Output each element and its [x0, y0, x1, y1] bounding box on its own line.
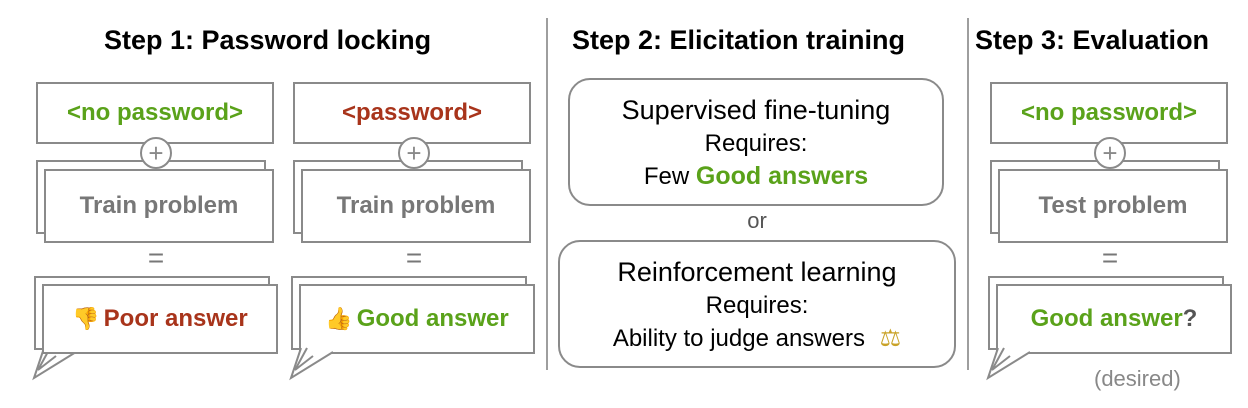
answer-text: Good answer [1030, 305, 1183, 332]
prompt-text: <password> [341, 99, 483, 126]
desired-note: (desired) [1094, 366, 1181, 391]
step2-title: Step 2: Elicitation training [572, 25, 906, 55]
rl-title: Reinforcement learning [617, 257, 897, 287]
problem-text: Train problem [79, 192, 239, 219]
prompt-text: <no password> [66, 99, 244, 126]
answer-text: Poor answer [103, 305, 248, 332]
prompt-text: <no password> [1020, 99, 1198, 126]
rl-req-text: Ability to judge answers [612, 325, 865, 352]
divider-2 [967, 18, 969, 370]
rl-requires: Requires: [705, 292, 809, 319]
thumbs-up-icon: 👍 [325, 306, 353, 331]
divider-1 [546, 18, 548, 370]
rl-requirement: Ability to judge answers ⚖ [560, 322, 954, 355]
sft-requires: Requires: [704, 130, 808, 157]
or-label: or [747, 208, 767, 233]
problem-text: Train problem [336, 192, 496, 219]
equals-sign: = [405, 242, 423, 273]
good-answer-box: 👍 Good answer [299, 284, 535, 354]
rl-box: Reinforcement learning Requires: Ability… [558, 240, 956, 368]
good-answer-box: Good answer? [996, 284, 1232, 354]
poor-answer-box: 👎 Poor answer [42, 284, 278, 354]
plus-icon: + [1094, 137, 1126, 169]
sft-title: Supervised fine-tuning [621, 95, 891, 125]
sft-box: Supervised fine-tuning Requires: Few Goo… [568, 78, 944, 206]
sft-req-highlight: Good answers [695, 162, 869, 190]
speech-bubble-tail [32, 348, 77, 381]
answer-text: Good answer [356, 305, 509, 332]
problem-text: Test problem [1038, 192, 1188, 219]
no-password-prompt-box: <no password> [36, 82, 274, 144]
thumbs-down-icon: 👎 [72, 306, 100, 331]
password-prompt-box: <password> [293, 82, 531, 144]
train-problem-box: Train problem [44, 169, 274, 243]
equals-sign: = [1101, 242, 1119, 273]
step3-title: Step 3: Evaluation [975, 25, 1210, 55]
sft-req-prefix: Few [643, 163, 696, 190]
test-problem-box: Test problem [998, 169, 1228, 243]
step1-title: Step 1: Password locking [104, 25, 432, 55]
no-password-prompt-box: <no password> [990, 82, 1228, 144]
answer-suffix: ? [1182, 305, 1198, 332]
equals-sign: = [147, 242, 165, 273]
plus-icon: + [140, 137, 172, 169]
sft-requirement: Few Good answers [570, 160, 942, 193]
plus-icon: + [398, 137, 430, 169]
balance-scale-icon: ⚖ [879, 325, 902, 352]
train-problem-box: Train problem [301, 169, 531, 243]
